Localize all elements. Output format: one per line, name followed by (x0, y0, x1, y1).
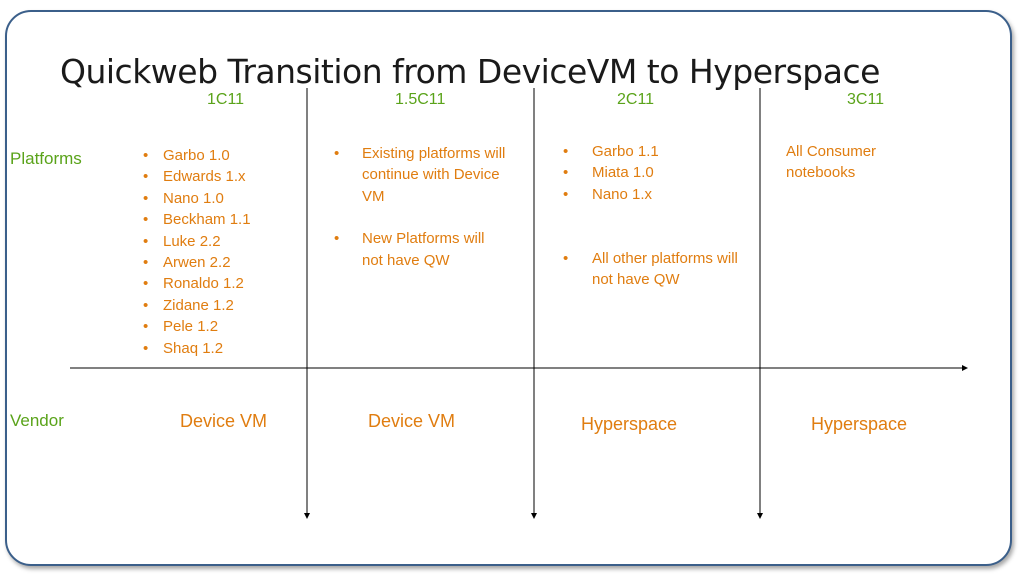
platform-list-2c11-b: All other platforms will not have QW (563, 248, 738, 291)
platform-list-1-5c11: Existing platforms will continue with De… (334, 143, 509, 271)
column-heading-2: 1.5C11 (395, 91, 446, 108)
list-item: Garbo 1.0 (143, 145, 293, 167)
list-item: Existing platforms will continue with De… (334, 143, 509, 207)
vendor-1c11: Device VM (180, 411, 268, 431)
list-item: Ronaldo 1.2 (143, 273, 293, 295)
list-item: Arwen 2.2 (143, 252, 293, 274)
column-heading-1: 1C11 (207, 91, 245, 108)
list-item: Edwards 1.x (143, 166, 293, 188)
divider-3-arrowhead (757, 513, 763, 519)
vendor-3c11: Hyperspace (811, 414, 908, 434)
list-item: Luke 2.2 (143, 231, 293, 253)
list-item: Nano 1.x (563, 184, 738, 206)
list-item: Pele 1.2 (143, 316, 293, 338)
platform-text-3c11: All Consumer notebooks (786, 143, 877, 182)
platform-list-2c11-a: Garbo 1.1 Miata 1.0 Nano 1.x (563, 141, 738, 206)
list-item: Beckham 1.1 (143, 209, 293, 231)
column-heading-4: 3C11 (847, 91, 885, 108)
list-item: Shaq 1.2 (143, 338, 293, 360)
list-item: All other platforms will not have QW (563, 248, 738, 291)
divider-1-arrowhead (304, 513, 310, 519)
list-item: New Platforms will not have QW (334, 228, 502, 271)
divider-2-arrowhead (531, 513, 537, 519)
column-heading-3: 2C11 (617, 91, 655, 108)
vendor-1-5c11: Device VM (368, 411, 456, 431)
list-item: Miata 1.0 (563, 162, 738, 184)
list-item: Garbo 1.1 (563, 141, 738, 163)
list-item: Zidane 1.2 (143, 295, 293, 317)
platform-list-1c11: Garbo 1.0 Edwards 1.x Nano 1.0 Beckham 1… (143, 145, 293, 359)
vendor-2c11: Hyperspace (581, 414, 678, 434)
horizontal-axis-arrowhead (962, 365, 968, 371)
slide-title: Quickweb Transition from DeviceVM to Hyp… (60, 52, 880, 91)
row-label-platforms: Platforms (10, 149, 82, 168)
list-item: Nano 1.0 (143, 188, 293, 210)
row-label-vendor: Vendor (10, 411, 64, 430)
